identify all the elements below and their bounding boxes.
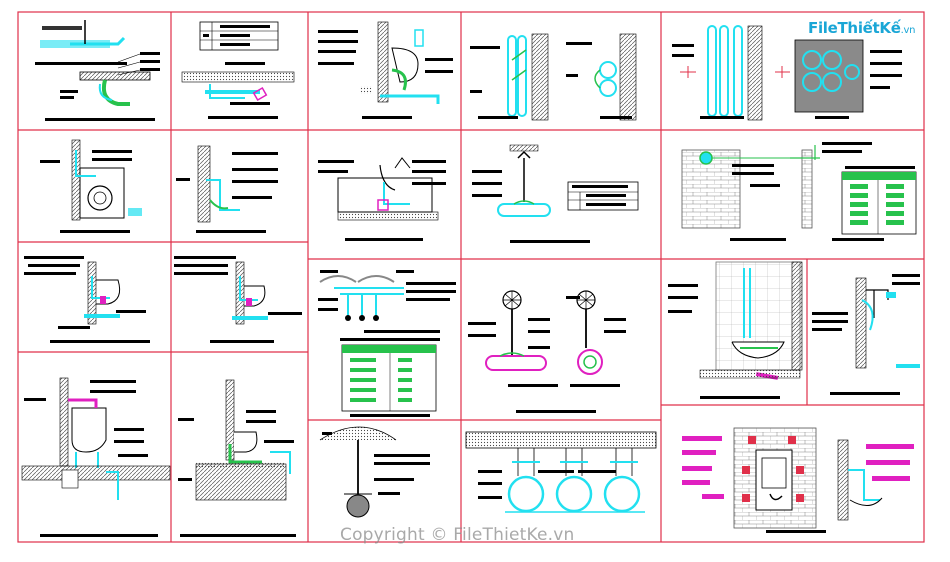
detail-c3: [318, 270, 456, 417]
detail-b1: [40, 139, 142, 233]
detail-b5: [681, 142, 917, 241]
detail-d5: [682, 427, 914, 533]
detail-b3: [318, 157, 446, 241]
detail-a3: [318, 21, 453, 119]
detail-a1: [35, 20, 160, 121]
detail-c6: [812, 274, 920, 395]
detail-d3: [319, 426, 430, 518]
detail-c1: [24, 256, 150, 343]
detail-c5: [668, 261, 803, 399]
detail-a5: [672, 25, 902, 121]
detail-d4: [465, 431, 657, 513]
detail-a2: [181, 21, 295, 119]
detail-b2: [176, 145, 278, 233]
detail-c4: [468, 290, 626, 413]
sheet-grid-frame: [17, 11, 925, 543]
detail-c2: [174, 256, 302, 343]
detail-d2: [178, 379, 296, 537]
detail-a4: [470, 33, 637, 121]
detail-d1: [21, 377, 171, 537]
brand-name: FileThiếtKế.vn: [808, 19, 916, 37]
brand-logo[interactable]: FileThiếtKế.vn: [808, 14, 940, 42]
copyright-watermark: Copyright © FileThietKe.vn: [340, 525, 575, 545]
detail-b4: [472, 144, 639, 243]
